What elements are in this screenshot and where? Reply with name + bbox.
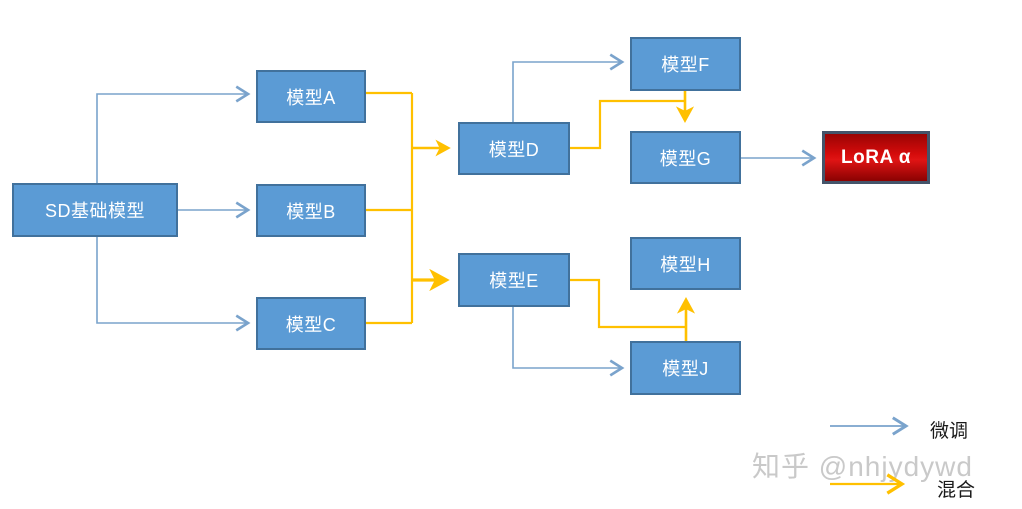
node-model-e: 模型E [458, 253, 570, 307]
node-model-h-label: 模型H [660, 254, 711, 275]
edge-sdbase-to-model-c [96, 237, 251, 332]
watermark-text: 知乎 @nhjydywd [752, 451, 973, 482]
node-model-a: 模型A [256, 70, 366, 123]
node-model-d: 模型D [458, 122, 570, 175]
legend-mix-label: 混合 [937, 480, 976, 501]
node-model-j: 模型J [630, 341, 741, 395]
node-model-g: 模型G [630, 131, 741, 184]
node-model-b-label: 模型B [286, 201, 336, 222]
node-model-b: 模型B [256, 184, 366, 237]
node-model-c: 模型C [256, 297, 366, 350]
node-model-e-label: 模型E [489, 271, 539, 291]
node-model-h: 模型H [630, 237, 741, 290]
node-model-j-label: 模型J [662, 359, 709, 379]
node-model-f-label: 模型F [661, 55, 710, 75]
edge-model-d-to-model-g-junction [570, 99, 685, 150]
node-model-f: 模型F [630, 37, 741, 91]
edge-model-e-to-model-j [512, 307, 625, 377]
legend-fine-tune-label: 微调 [930, 421, 969, 442]
node-model-c-label: 模型C [285, 314, 337, 335]
node-lora-alpha: LoRA α [822, 131, 930, 184]
node-model-a-label: 模型A [286, 87, 336, 108]
edge-model-d-to-model-f [512, 53, 625, 122]
node-lora-alpha-label: LoRA α [841, 146, 911, 168]
node-model-d-label: 模型D [488, 139, 540, 160]
edge-sdbase-to-model-a [96, 85, 251, 183]
edge-model-e-to-model-h-junction [570, 278, 686, 329]
node-sd-base-model: SD基础模型 [12, 183, 178, 237]
node-model-g-label: 模型G [659, 148, 712, 169]
node-sd-base-model-label: SD基础模型 [44, 201, 145, 221]
